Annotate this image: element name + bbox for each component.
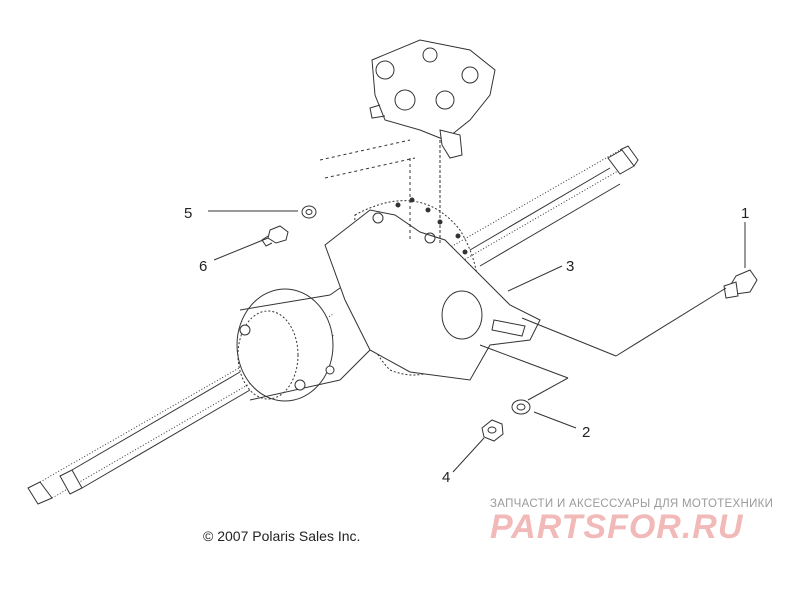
- bolt-part-1: [723, 269, 758, 299]
- watermark-caption: ЗАПЧАСТИ И АКСЕССУАРЫ ДЛЯ МОТОТЕХНИКИ: [490, 498, 774, 510]
- callout-1: 1: [741, 205, 750, 222]
- alignment-lines: [319, 139, 416, 240]
- axle-shaft: [27, 145, 639, 505]
- callout-6: 6: [199, 258, 208, 275]
- callout-4: 4: [442, 469, 451, 486]
- bracket-plate: [324, 209, 541, 381]
- callout-5: 5: [184, 205, 193, 222]
- callout-2: 2: [582, 424, 591, 441]
- bolt-part-6: [261, 225, 289, 247]
- watermark-logo: PARTSFOR.RU: [490, 508, 744, 546]
- copyright-text: © 2007 Polaris Sales Inc.: [203, 528, 361, 544]
- leader-lines: [208, 210, 746, 473]
- callout-3: 3: [566, 258, 575, 275]
- washer-part-5: [301, 205, 317, 219]
- brake-caliper: [369, 39, 496, 245]
- nut-part-4: [481, 419, 504, 442]
- washer-part-2: [511, 399, 531, 415]
